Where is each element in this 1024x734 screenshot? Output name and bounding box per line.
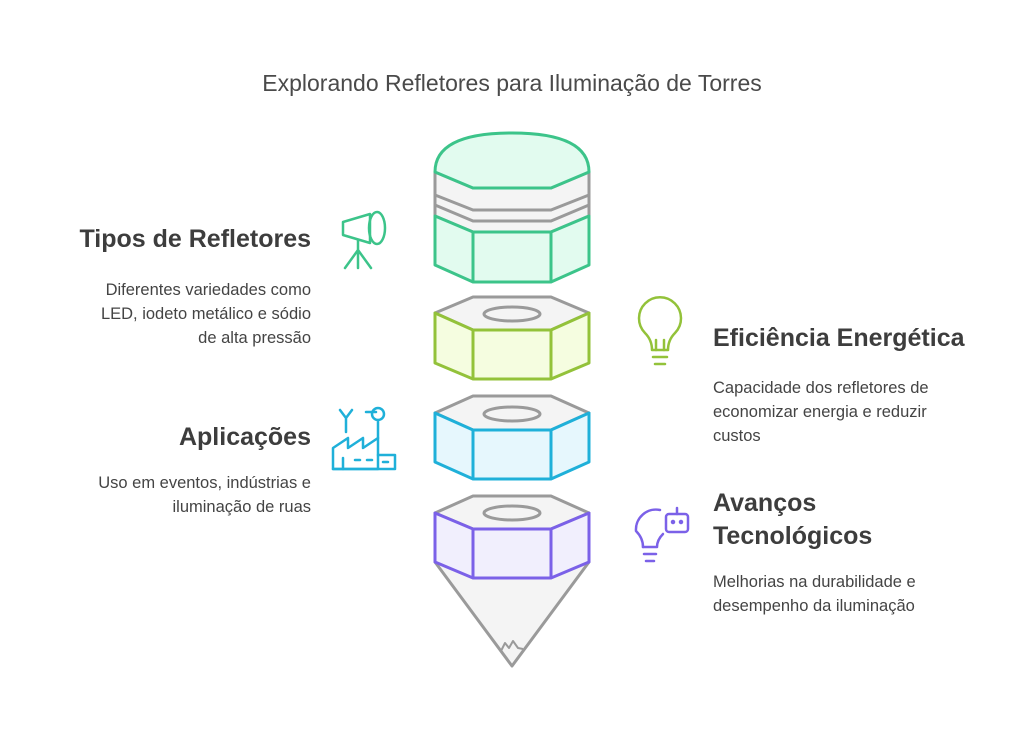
body-line: de alta pressão bbox=[198, 329, 311, 347]
heading-avancos-tecnologicos: Avanços Tecnológicos bbox=[713, 487, 872, 553]
robot-bulb-icon bbox=[634, 506, 690, 563]
heading-line: Tecnológicos bbox=[713, 522, 873, 550]
body-tipos-de-refletores: Diferentes variedades como LED, iodeto m… bbox=[101, 278, 311, 350]
heading-tipos-de-refletores: Tipos de Refletores bbox=[79, 225, 311, 253]
spotlight-icon bbox=[341, 210, 387, 270]
tower-nut-blue bbox=[433, 394, 591, 481]
body-line: Melhorias na durabilidade e bbox=[713, 573, 916, 591]
body-line: custos bbox=[713, 427, 761, 445]
heading-aplicacoes: Aplicações bbox=[178, 423, 311, 451]
lightbulb-icon bbox=[637, 296, 683, 366]
body-line: Uso em eventos, indústrias e bbox=[98, 474, 311, 492]
tower-nut-yellow bbox=[433, 295, 591, 381]
body-line: desempenho da iluminação bbox=[713, 597, 915, 615]
tower-nut-purple bbox=[433, 494, 591, 580]
factory-icon bbox=[331, 406, 397, 471]
body-line: LED, iodeto metálico e sódio bbox=[100, 305, 311, 323]
body-line: iluminação de ruas bbox=[172, 498, 312, 516]
body-line: Capacidade dos refletores de bbox=[713, 379, 929, 397]
heading-line: Avanços bbox=[713, 489, 817, 517]
heading-eficiencia-energetica: Eficiência Energética bbox=[713, 324, 965, 352]
body-line: economizar energia e reduzir bbox=[713, 403, 927, 421]
body-aplicacoes: Uso em eventos, indústrias e iluminação … bbox=[98, 471, 311, 519]
diagram-title: Explorando Refletores para Iluminação de… bbox=[262, 70, 762, 96]
tower-cap-green bbox=[433, 131, 591, 284]
body-line: Diferentes variedades como bbox=[105, 281, 311, 299]
body-avancos-tecnologicos: Melhorias na durabilidade e desempenho d… bbox=[713, 570, 916, 618]
body-eficiencia-energetica: Capacidade dos refletores de economizar … bbox=[713, 376, 929, 448]
